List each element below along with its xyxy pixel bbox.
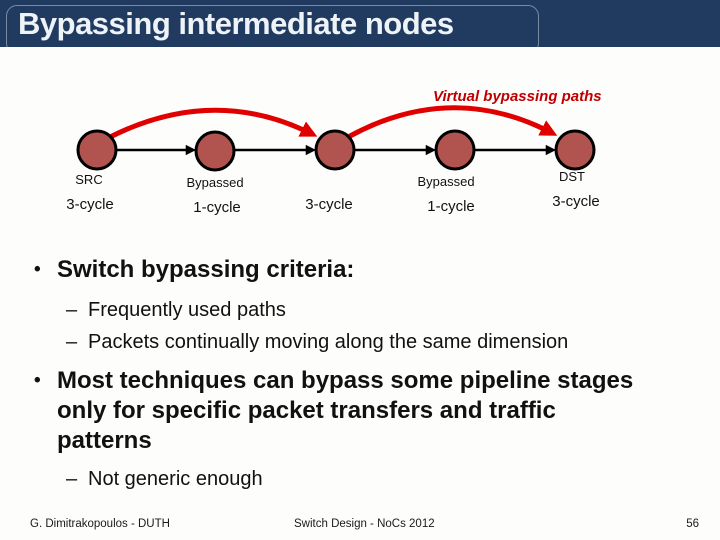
node-bypassed-2: Bypassed 1-cycle xyxy=(417,129,476,215)
virtual-bypassing-paths-label: Virtual bypassing paths xyxy=(433,88,602,105)
node-dst: DST 3-cycle xyxy=(552,129,600,210)
bypass-arrow-1-3 xyxy=(107,107,318,140)
sub-bullet-same-dimension: – Packets continually moving along the s… xyxy=(66,329,568,355)
footer-course: Switch Design - NoCs 2012 xyxy=(294,518,435,530)
node-cycle-label: 1-cycle xyxy=(193,199,241,216)
dash-marker: – xyxy=(66,468,78,490)
node-label: SRC xyxy=(75,172,102,187)
node-cycle-label: 1-cycle xyxy=(427,198,475,215)
node-label: Bypassed xyxy=(186,175,243,190)
bullet-text: Most techniques can bypass some pipeline… xyxy=(57,367,634,454)
sub-bullet-text: Frequently used paths xyxy=(88,299,286,321)
sub-bullet-text: Not generic enough xyxy=(88,468,263,490)
sub-bullet-not-generic: – Not generic enough xyxy=(66,466,263,492)
node-circle xyxy=(314,129,356,171)
footer-page-number: 56 xyxy=(686,518,699,530)
title-bar: Bypassing intermediate nodes xyxy=(0,0,720,47)
node-label: DST xyxy=(559,169,585,184)
bypass-arrow-3-5 xyxy=(347,105,558,139)
dash-marker: – xyxy=(66,299,78,321)
page-title: Bypassing intermediate nodes xyxy=(18,6,454,41)
bullet-marker: • xyxy=(34,259,41,280)
sub-bullet-frequent-paths: – Frequently used paths xyxy=(66,297,286,323)
footer-author: G. Dimitrakopoulos - DUTH xyxy=(30,518,170,530)
bullet-text: Switch bypassing criteria: xyxy=(57,256,355,283)
bullet-switch-criteria: • Switch bypassing criteria: xyxy=(34,255,354,285)
bullet-marker: • xyxy=(34,370,41,391)
node-src: SRC 3-cycle xyxy=(66,129,118,213)
node-bypassed-1: Bypassed 1-cycle xyxy=(186,130,244,216)
node-circle xyxy=(554,129,596,171)
node-circle xyxy=(194,130,236,172)
node-circle xyxy=(434,129,476,171)
dash-marker: – xyxy=(66,331,78,353)
title-frame-outline xyxy=(6,5,539,47)
sub-bullet-text: Packets continually moving along the sam… xyxy=(88,331,569,353)
node-circle xyxy=(76,129,118,171)
node-label: Bypassed xyxy=(417,174,474,189)
node-cycle-label: 3-cycle xyxy=(552,193,600,210)
node-cycle-label: 3-cycle xyxy=(305,196,353,213)
bullet-most-techniques: • Most techniques can bypass some pipeli… xyxy=(34,366,694,456)
node-cycle-label: 3-cycle xyxy=(66,196,114,213)
bypass-diagram: SRC 3-cycle Bypassed 1-cycle 3-cycle Byp… xyxy=(66,105,600,216)
node-intermediate: 3-cycle xyxy=(305,129,356,213)
